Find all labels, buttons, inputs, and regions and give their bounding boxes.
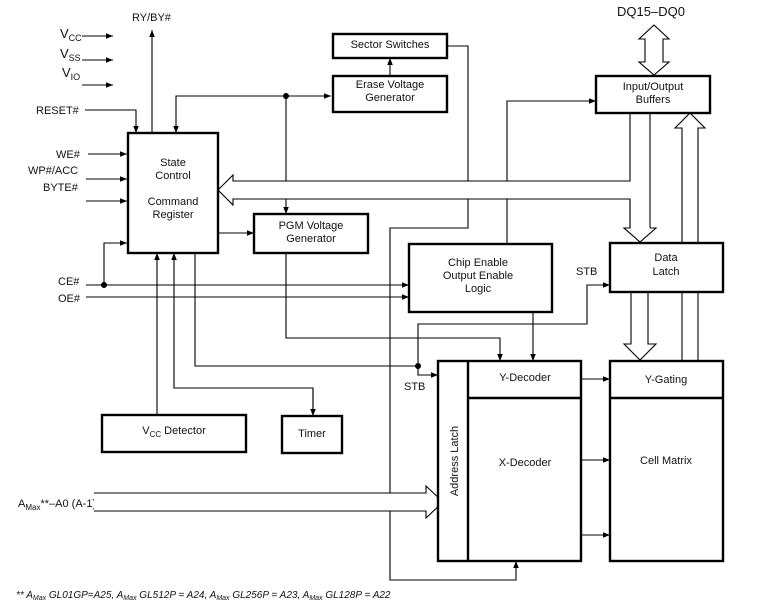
dq-bidirectional-arrow (637, 24, 671, 76)
pgm-to-ydecoder-arrow (285, 253, 503, 361)
stb-label-address-latch: STB (404, 381, 425, 393)
svg-text:Timer: Timer (298, 428, 326, 440)
svg-text:Command: Command (148, 196, 199, 208)
dq-label: DQ15–DQ0 (617, 4, 685, 19)
svg-text:Logic: Logic (465, 283, 492, 295)
stb-label-data-latch: STB (576, 266, 597, 278)
erase-voltage-generator-block: Erase Voltage Generator (331, 74, 449, 114)
sector-to-address-line (389, 199, 519, 581)
svg-text:PGM Voltage: PGM Voltage (279, 220, 344, 232)
pgm-voltage-generator-block: PGM Voltage Generator (252, 212, 370, 255)
io-buffers-block: Input/Output Buffers (594, 74, 712, 115)
svg-text:Erase Voltage: Erase Voltage (356, 79, 425, 91)
address-latch-decoder-block: Address Latch Y-Decoder X-Decoder (436, 359, 583, 563)
sector-switches-block: Sector Switches (331, 32, 449, 60)
svg-text:State: State (160, 157, 186, 169)
vcc-detector-block: VCC Detector (100, 413, 248, 454)
svg-text:Chip Enable: Chip Enable (448, 257, 508, 269)
svg-text:Sector Switches: Sector Switches (351, 39, 430, 51)
state-control-command-register-block: State Control Command Register (126, 131, 220, 255)
we-label: WE# (56, 149, 81, 161)
data-latch-block: Data Latch (608, 241, 725, 294)
svg-text:Generator: Generator (365, 92, 415, 104)
address-input-label: AMax**–A0 (A-1) (18, 498, 96, 512)
svg-text:Input/Output: Input/Output (623, 81, 684, 93)
vss-label: VSS (60, 46, 81, 63)
y-gating-cell-matrix-block: Y-Gating Cell Matrix (608, 359, 725, 563)
svg-text:Control: Control (155, 170, 190, 182)
reset-line (85, 109, 139, 133)
reset-label: RESET# (36, 105, 80, 117)
cell-matrix-label: Cell Matrix (640, 455, 692, 467)
junction-dot (283, 93, 289, 99)
state-feedback-line (173, 95, 330, 133)
latch-to-ygating-arrow (622, 292, 658, 361)
wp-acc-label: WP#/ACC (28, 165, 78, 177)
latch-to-io-arrow (673, 112, 707, 242)
footnote: ** AMax GL01GP=A25, AMax GL512P = A24, A… (16, 590, 391, 602)
chip-enable-output-enable-logic-block: Chip Enable Output Enable Logic (407, 242, 554, 314)
svg-text:Buffers: Buffers (636, 94, 671, 106)
svg-text:VCC Detector: VCC Detector (142, 425, 206, 439)
to-io-buffers-arrow (506, 98, 596, 181)
svg-text:Output Enable: Output Enable (443, 270, 513, 282)
address-bus-arrow (94, 484, 444, 520)
svg-text:Generator: Generator (286, 233, 336, 245)
x-decoder-label: X-Decoder (499, 457, 552, 469)
state-to-stb-line (194, 253, 418, 367)
address-latch-label: Address Latch (449, 426, 461, 496)
svg-text:Data: Data (654, 252, 678, 264)
ce-to-state-line (103, 240, 127, 285)
timer-block: Timer (280, 414, 344, 455)
y-decoder-label: Y-Decoder (499, 372, 551, 384)
power-inputs: VCC VSS VIO (60, 26, 113, 88)
stb-address-latch-arrow (417, 366, 438, 378)
oe-label: OE# (58, 293, 81, 305)
vio-label: VIO (62, 65, 80, 82)
ce-label: CE# (58, 276, 80, 288)
y-gating-label: Y-Gating (645, 374, 687, 386)
svg-text:Latch: Latch (653, 266, 680, 278)
byte-label: BYTE# (43, 182, 79, 194)
ry-by-label: RY/BY# (132, 12, 172, 24)
vcc-label: VCC (60, 26, 82, 43)
junction-dot (101, 282, 107, 288)
sector-switch-line (447, 45, 469, 181)
svg-text:Register: Register (153, 209, 194, 221)
